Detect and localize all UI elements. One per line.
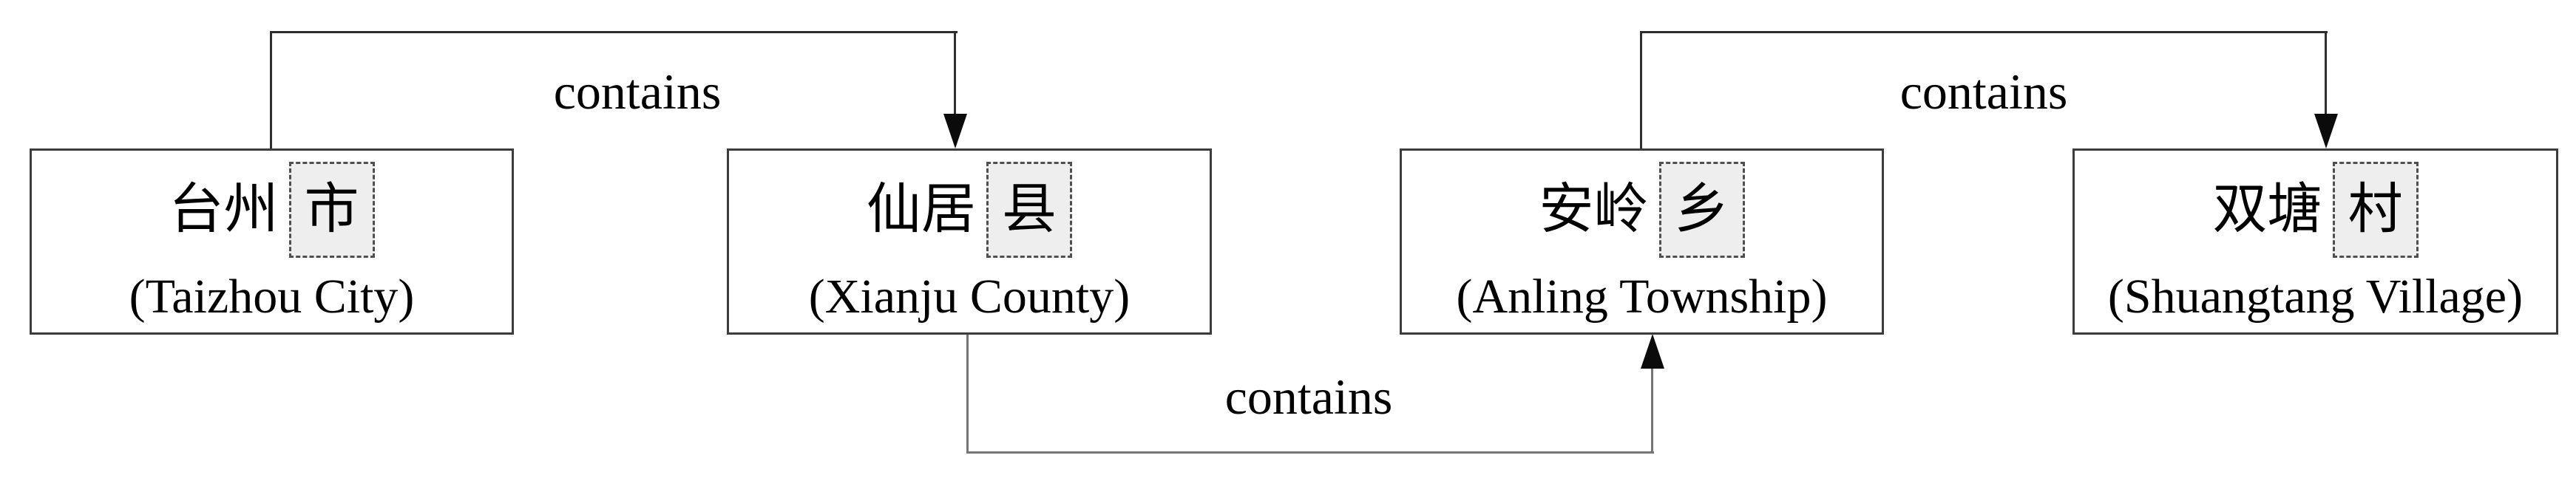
node-taizhou-suffix-char: 市 <box>304 180 359 240</box>
node-shuangtang-cn-name: 双塘 <box>2212 180 2322 240</box>
edge2-arrowhead-up-icon <box>1641 334 1664 369</box>
node-taizhou-city: 台州 市 (Taizhou City) <box>30 148 514 335</box>
edge1-arrowhead-down-icon <box>943 114 967 148</box>
node-taizhou-cn-name: 台州 <box>169 180 279 240</box>
edge1-label: contains <box>553 64 722 120</box>
node-anling-suffix-box: 乡 <box>1658 162 1745 258</box>
node-taizhou-cn-row: 台州 市 <box>169 162 375 258</box>
node-shuangtang-cn-row: 双塘 村 <box>2213 162 2419 258</box>
node-taizhou-suffix-box: 市 <box>288 162 375 258</box>
edge1-top-line <box>270 31 957 33</box>
node-anling-township: 安岭 乡 (Anling Township) <box>1400 148 1884 335</box>
edge3-label: contains <box>1899 64 2068 120</box>
edge1-drop-line <box>954 31 956 115</box>
node-anling-suffix-char: 乡 <box>1674 180 1729 240</box>
edge3-rise-line <box>1640 31 1642 148</box>
node-taizhou-en-name: (Taizhou City) <box>129 270 415 324</box>
node-shuangtang-village: 双塘 村 (Shuangtang Village) <box>2072 148 2558 335</box>
edge3-top-line <box>1640 31 2328 33</box>
node-xianju-cn-name: 仙居 <box>867 180 976 240</box>
node-xianju-suffix-char: 县 <box>1002 180 1057 240</box>
node-anling-cn-name: 安岭 <box>1539 180 1649 240</box>
node-xianju-suffix-box: 县 <box>986 162 1072 258</box>
edge3-arrowhead-down-icon <box>2314 114 2338 148</box>
edge3-drop-line <box>2325 31 2327 115</box>
edge2-bottom-line <box>966 451 1654 454</box>
edge2-drop-line <box>966 334 969 454</box>
node-xianju-cn-row: 仙居 县 <box>867 162 1072 258</box>
node-anling-cn-row: 安岭 乡 <box>1539 162 1745 258</box>
node-shuangtang-en-name: (Shuangtang Village) <box>2107 270 2524 324</box>
edge2-rise-line <box>1651 368 1653 454</box>
node-shuangtang-suffix-box: 村 <box>2332 162 2419 258</box>
node-anling-en-name: (Anling Township) <box>1456 270 1828 324</box>
node-shuangtang-suffix-char: 村 <box>2348 180 2403 240</box>
edge1-rise-line <box>270 31 272 148</box>
node-xianju-en-name: (Xianju County) <box>808 270 1131 324</box>
node-xianju-county: 仙居 县 (Xianju County) <box>727 148 1212 335</box>
edge2-label: contains <box>1224 369 1393 425</box>
